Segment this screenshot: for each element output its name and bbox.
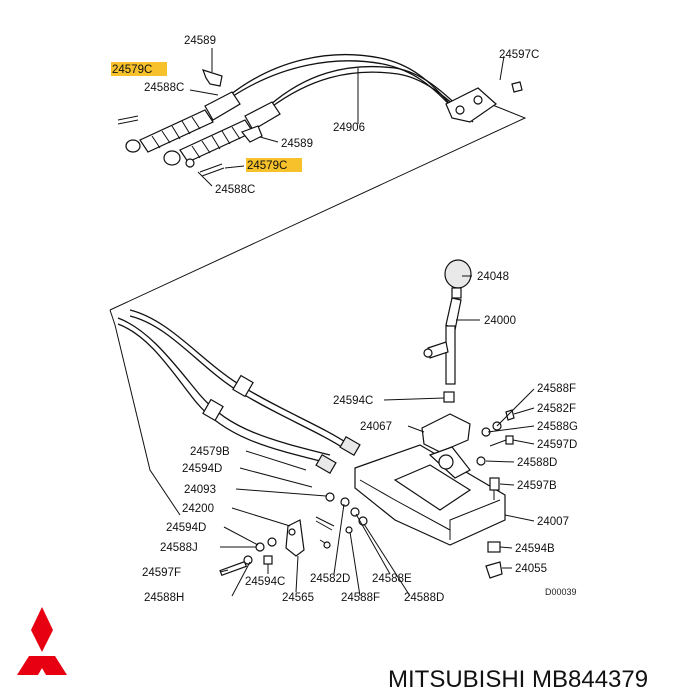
part-label: 24594C bbox=[333, 395, 373, 407]
leader-lines bbox=[189, 48, 535, 597]
hardware bbox=[219, 409, 515, 579]
part-label: 24048 bbox=[477, 271, 509, 283]
part-label-highlighted: 24579C bbox=[112, 64, 152, 76]
three-diamond-logo bbox=[17, 607, 67, 675]
upper-cable-assembly bbox=[117, 53, 523, 177]
part-label: 24055 bbox=[515, 563, 547, 575]
part-label: 24582F bbox=[537, 403, 576, 415]
clip-upper bbox=[202, 69, 223, 87]
brand-caption: MITSUBISHI MB844379 bbox=[388, 666, 648, 693]
cable-bracket bbox=[445, 81, 523, 123]
shift-base-assembly bbox=[354, 413, 506, 546]
logo-diamond-right bbox=[35, 656, 67, 675]
part-label: 24906 bbox=[333, 122, 365, 134]
part-label: 24200 bbox=[182, 503, 214, 515]
part-label: 24565 bbox=[282, 592, 314, 604]
part-label: 24588F bbox=[341, 592, 380, 604]
part-label: 24594D bbox=[166, 522, 206, 534]
part-labels: 24589 24579C 24588C 24597C 24906 24589 2… bbox=[112, 35, 578, 604]
part-label-highlighted: 24579C bbox=[247, 160, 287, 172]
part-label: 24588C bbox=[215, 184, 255, 196]
part-label: 24588H bbox=[144, 592, 184, 604]
cotter-pin-lower bbox=[199, 163, 225, 177]
part-label: 24093 bbox=[184, 484, 216, 496]
part-label: 24588J bbox=[160, 542, 198, 554]
cable-boot-lower bbox=[163, 101, 281, 168]
cable-boot-upper bbox=[125, 91, 241, 153]
diagram-code: D00039 bbox=[545, 587, 577, 597]
part-label: 24589 bbox=[184, 35, 216, 47]
logo-diamond-top bbox=[31, 607, 53, 652]
part-label: 24597C bbox=[499, 49, 539, 61]
part-label: 24588E bbox=[372, 573, 412, 585]
lower-cable-run bbox=[117, 309, 361, 475]
part-label: 24067 bbox=[360, 421, 392, 433]
part-label: 24000 bbox=[484, 315, 516, 327]
part-label: 24588D bbox=[517, 457, 557, 469]
part-label: 24597F bbox=[142, 567, 181, 579]
part-label: 24588C bbox=[144, 82, 184, 94]
highlight-box-bottom bbox=[246, 158, 302, 172]
cotter-pin-upper bbox=[117, 115, 139, 125]
part-label: 24588G bbox=[537, 421, 578, 433]
part-label: 24588D bbox=[404, 592, 444, 604]
part-label: 24597B bbox=[517, 480, 557, 492]
part-label: 24597D bbox=[537, 439, 577, 451]
clip-lower bbox=[241, 125, 263, 143]
part-label: 24582D bbox=[310, 573, 350, 585]
part-label: 24594D bbox=[182, 463, 222, 475]
part-label: 24594C bbox=[245, 576, 285, 588]
shift-lever bbox=[423, 259, 472, 403]
part-label: 24594B bbox=[515, 543, 555, 555]
part-label: 24588F bbox=[537, 383, 576, 395]
part-label: 24579B bbox=[190, 446, 230, 458]
highlight-box-top bbox=[111, 62, 167, 76]
part-label: 24007 bbox=[537, 516, 569, 528]
part-label: 24589 bbox=[281, 138, 313, 150]
